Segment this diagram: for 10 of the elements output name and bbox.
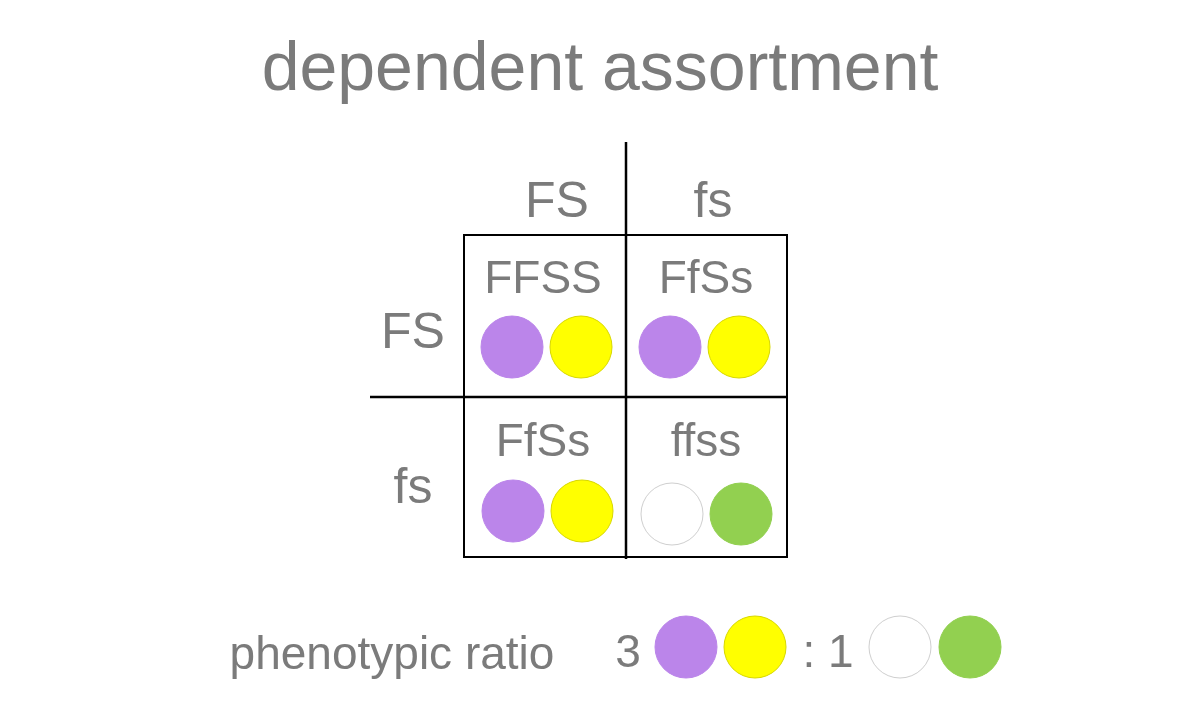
genotype-text: FFSS (484, 254, 602, 300)
column-allele-header: fs (693, 175, 733, 225)
genotype-text: FfSs (658, 254, 754, 300)
ratio-number: 3 (615, 628, 641, 674)
genotype-text: ffss (670, 417, 742, 463)
column-allele-header: FS (525, 175, 589, 225)
ratio-number: : 1 (802, 628, 854, 674)
row-allele-header: FS (381, 306, 445, 356)
genotype-text: FfSs (495, 417, 591, 463)
row-allele-header: fs (393, 461, 433, 511)
